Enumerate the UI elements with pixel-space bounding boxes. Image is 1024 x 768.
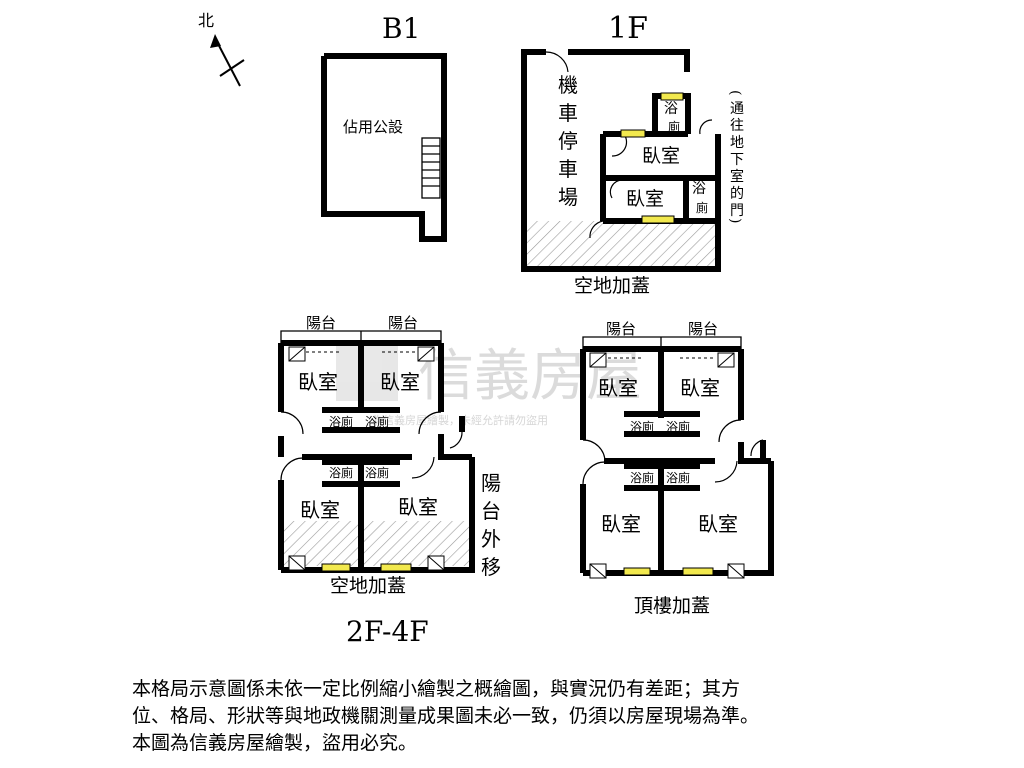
label-bedroom-roof-b: 臥室 (680, 376, 720, 400)
svg-text:的: 的 (730, 186, 744, 202)
label-bedroom-roof-c: 臥室 (601, 512, 641, 536)
label-balcony-roof-b: 陽台 (688, 320, 718, 338)
label-bath-1f-b-2: 廁 (696, 200, 708, 215)
svg-text:(: ( (727, 90, 743, 95)
label-bedroom-2f-d: 臥室 (398, 495, 438, 519)
svg-text:車: 車 (558, 101, 578, 125)
label-open-roof-1f: 空地加蓋 (574, 275, 650, 297)
label-open-roof-2f: 空地加蓋 (330, 575, 406, 597)
parking-label: 機 車 停 車 場 (558, 73, 578, 209)
svg-text:往: 往 (730, 118, 744, 134)
label-rooftop: 頂樓加蓋 (634, 595, 710, 617)
plan-2f-4f (278, 330, 475, 573)
plan-b1 (321, 53, 447, 242)
floor-title-1f: 1F (608, 11, 648, 46)
disclaimer-line: 本圖為信義房屋繪製，盜用必究。 (132, 732, 418, 754)
open-roof-hatch-1f (527, 221, 715, 267)
disclaimer-line: 位、格局、形狀等與地政機關測量成果圖未必一致，仍須以房屋現場為準。 (132, 705, 760, 727)
label-bath-1f-b-1: 浴 (692, 181, 706, 197)
label-bedroom-1f-b: 臥室 (626, 188, 664, 210)
label-bedroom-2f-c: 臥室 (300, 498, 340, 522)
floor-title-2f-4f: 2F-4F (346, 615, 429, 648)
svg-text:地: 地 (730, 135, 744, 151)
label-balcony-2f-a: 陽台 (306, 314, 336, 332)
label-balcony-roof-a: 陽台 (606, 320, 636, 338)
label-bath-2f-a: 浴廁 (329, 414, 353, 429)
svg-text:陽: 陽 (481, 471, 501, 495)
label-bedroom-2f-a: 臥室 (298, 370, 338, 394)
svg-text:門: 門 (730, 203, 744, 219)
svg-text:通: 通 (730, 101, 744, 117)
windows-2f (288, 346, 445, 572)
watermark-logo (336, 343, 398, 401)
disclaimer: 本格局示意圖係未依一定比例縮小繪製之概繪圖，與實況仍有差距；其方 位、格局、形狀… (132, 676, 932, 757)
label-bath-roof-c: 浴廁 (630, 470, 654, 485)
label-bath-roof-a: 浴廁 (630, 419, 654, 434)
plan-rooftop (580, 336, 774, 579)
label-basement-door: ( 通 往 地 下 室 的 門 ) (727, 90, 744, 223)
label-balcony-moved: 陽 台 外 移 (481, 471, 501, 579)
label-bath-2f-d: 浴廁 (365, 465, 389, 480)
label-bath-1f-a-2: 廁 (668, 119, 680, 134)
label-balcony-2f-b: 陽台 (388, 314, 418, 332)
floor-title-b1: B1 (382, 12, 420, 45)
label-bath-2f-c: 浴廁 (329, 465, 353, 480)
svg-text:外: 外 (481, 527, 501, 551)
disclaimer-line: 本格局示意圖係未依一定比例縮小繪製之概繪圖，與實況仍有差距；其方 (132, 678, 741, 700)
svg-text:場: 場 (558, 185, 578, 209)
svg-text:): ) (727, 218, 743, 223)
svg-text:下: 下 (730, 152, 744, 168)
label-bedroom-roof-a: 臥室 (598, 376, 638, 400)
label-bath-1f-a-1: 浴 (664, 101, 678, 117)
label-bedroom-roof-d: 臥室 (698, 512, 738, 536)
svg-text:車: 車 (558, 157, 578, 181)
label-bath-2f-b: 浴廁 (365, 414, 389, 429)
svg-text:室: 室 (730, 168, 744, 185)
windows-rooftop (589, 352, 745, 579)
plan-1f (521, 49, 721, 272)
label-bath-roof-d: 浴廁 (666, 470, 690, 485)
label-bedroom-2f-b: 臥室 (380, 370, 420, 394)
label-public-use: 佔用公設 (343, 118, 403, 136)
svg-text:停: 停 (558, 129, 578, 153)
svg-text:台: 台 (481, 499, 501, 523)
windows-1f (620, 92, 684, 224)
north-arrow: 北 (198, 11, 245, 87)
svg-text:移: 移 (481, 555, 501, 579)
north-label: 北 (198, 11, 214, 30)
svg-text:機: 機 (558, 73, 578, 97)
arrow-head-icon (210, 34, 221, 48)
label-bath-roof-b: 浴廁 (666, 419, 690, 434)
label-bedroom-1f-a: 臥室 (642, 145, 680, 167)
